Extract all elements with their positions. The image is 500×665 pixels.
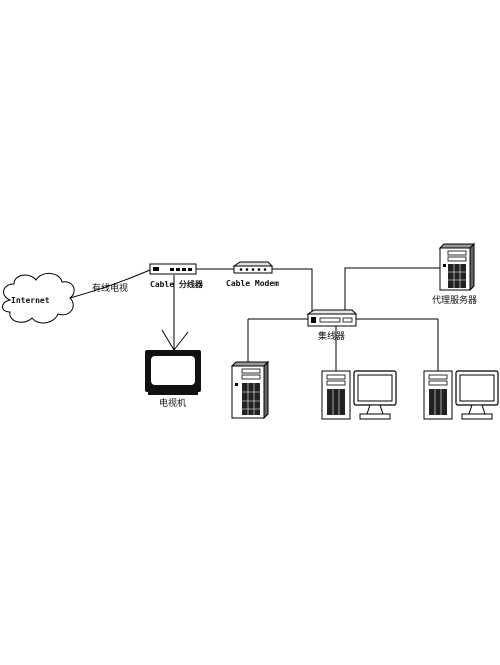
television-icon <box>145 329 201 395</box>
modem-node: Cable Modem <box>226 261 279 288</box>
proxy-server-label: 代理服务器 <box>432 294 477 306</box>
hub-label: 集线器 <box>318 330 345 342</box>
modem-icon <box>232 261 274 274</box>
proxy-server-node: 代理服务器 <box>432 242 477 306</box>
cloud-icon <box>2 273 75 324</box>
server-tower-icon <box>230 360 270 420</box>
edge-hub-proxy <box>344 267 440 314</box>
hub-node: 集线器 <box>306 309 358 342</box>
television-label: 电视机 <box>159 397 186 409</box>
edge-modem-hub <box>272 268 313 314</box>
workstation-1-node <box>321 370 397 420</box>
hub-icon <box>306 309 358 327</box>
edge-internet-splitter <box>69 269 151 299</box>
internet-label: Internet <box>11 296 50 305</box>
modem-label: Cable Modem <box>226 279 279 288</box>
server-tower-icon <box>438 242 476 292</box>
splitter-icon <box>149 263 197 275</box>
desktop-computer-icon <box>321 370 397 420</box>
internet-node: Internet <box>2 273 75 324</box>
cable-tv-label: 有线电视 <box>92 282 128 294</box>
splitter-label: Cable 分线器 <box>150 279 204 289</box>
desktop-computer-icon <box>423 370 499 420</box>
splitter-node: Cable 分线器 <box>149 263 204 289</box>
television-node: 电视机 <box>145 329 201 409</box>
server-node <box>230 360 270 420</box>
workstation-2-node <box>423 370 499 420</box>
